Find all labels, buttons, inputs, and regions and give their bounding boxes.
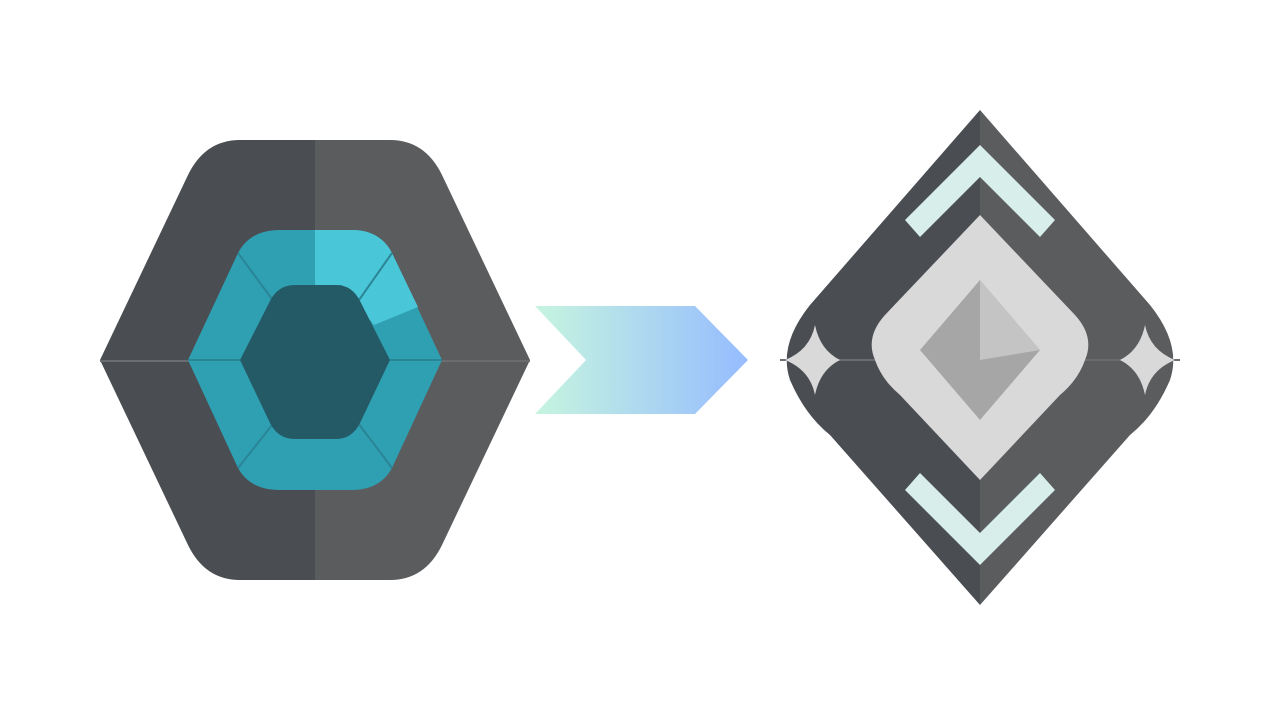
left-sparkle-icon bbox=[785, 325, 840, 395]
silver-gem-core-shade bbox=[980, 280, 1040, 360]
bottom-chevron-icon bbox=[905, 473, 1055, 565]
right-sparkle-icon bbox=[1120, 325, 1175, 395]
silver-diamond-rank-badge-icon bbox=[780, 110, 1180, 605]
teal-gem-rank-badge-icon bbox=[100, 140, 530, 580]
gem-core-right bbox=[315, 285, 390, 439]
arrow-shape bbox=[535, 306, 748, 414]
gem-core-left bbox=[240, 285, 315, 439]
top-chevron-icon bbox=[905, 145, 1055, 237]
chevron-arrow-right-icon bbox=[535, 306, 748, 414]
